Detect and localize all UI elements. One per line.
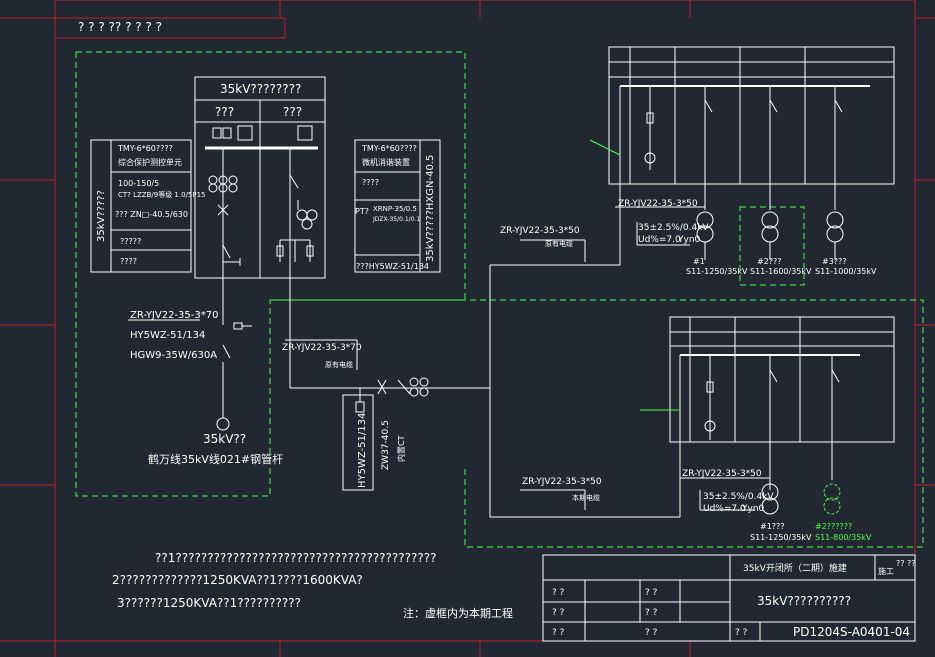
middle-arrester: HY5WZ-51/134 — [357, 413, 368, 488]
middle-link — [285, 265, 491, 517]
lower-tx-model: S11-1250/35kV — [750, 533, 812, 542]
lower-tx-spec: 35±2.5%/0.4kV — [703, 492, 774, 502]
pole-label: 35kV?? — [203, 432, 246, 446]
upper-green-leader — [589, 139, 621, 156]
upper-tx-spec: 35±2.5%/0.4kV — [638, 223, 709, 233]
lower-new-transformer — [823, 483, 841, 515]
right-box-line: JDZX-35/0.1/0.1 — [372, 216, 420, 223]
right-box-line: ???HY5WZ-51/134 — [356, 262, 429, 271]
note-line-1: ??1?????????????????????????????????????… — [155, 551, 437, 565]
title-row-cell: ? ? — [645, 588, 658, 598]
lower-tx-model: S11-800/35kV — [815, 533, 872, 542]
switchgear-col-left: ??? — [215, 105, 234, 119]
incoming-cable: ZR-YJV22-35-3*70 — [130, 310, 218, 321]
switchgear-panel — [194, 76, 326, 320]
stage-value: ?? ?? — [896, 559, 916, 568]
line-label: 鹤万线35kV线021#钢管杆 — [148, 452, 283, 466]
left-box-line: ????? — [120, 237, 141, 246]
upper-station — [490, 46, 895, 266]
middle-ct: ZW37-40.5 — [381, 420, 391, 470]
header-title: ? ? ? ?? ? ? ? ? — [78, 20, 162, 34]
right-box-vertical-label: 35kV?????HXGN-40.5 — [425, 155, 436, 262]
left-box-line: ???? — [120, 257, 137, 266]
left-box-line: 综合保护测控单元 — [118, 157, 182, 167]
scope-boxes — [75, 51, 924, 548]
incoming-feeder — [128, 319, 252, 431]
switchgear-col-right: ??? — [283, 105, 302, 119]
title-row-cell: ? ? — [645, 608, 658, 618]
title-block — [542, 554, 916, 642]
upper-tx-model: S11-1600/35kV — [750, 267, 812, 276]
lower-cable2: ZR-YJV22-35-3*50 — [682, 469, 762, 479]
upper-tx-spec: Yyn0 — [677, 235, 701, 245]
upper-tx-model: S11-1000/35kV — [815, 267, 877, 276]
right-box-line: 微机消谐装置 — [362, 157, 410, 167]
drawing-number: PD1204S-A0401-04 — [793, 625, 910, 639]
left-spec-box — [90, 139, 192, 273]
title-row-cell: ? ? — [645, 628, 658, 638]
right-box-line: TMY-6*60???? — [361, 144, 417, 153]
upper-tx-id: #2??? — [757, 257, 782, 266]
lower-transformers: #1??? S11-1250/35kV #2?????? S11-800/35k… — [750, 522, 872, 542]
right-box-line: PT? — [355, 207, 369, 216]
project-name: 35kV开闭所（二期）施建 — [743, 562, 847, 574]
right-box-line: XRNP-35/0.5 — [373, 205, 417, 213]
lower-tx-id: #2?????? — [815, 522, 852, 531]
drawing-title: 35kV?????????? — [757, 594, 851, 608]
title-row-cell: ? ? — [552, 608, 565, 618]
stage-label: 施工 — [878, 566, 894, 576]
incoming-arrester: HY5WZ-51/134 — [130, 330, 205, 341]
lower-tx-spec: Ud%=7.0 — [703, 504, 746, 514]
lower-tx-id: #1??? — [760, 522, 785, 531]
middle-ct-note: 内置CT — [396, 435, 406, 462]
left-box-line: TMY-6*60???? — [117, 144, 173, 153]
left-box-lines: TMY-6*60???? 综合保护测控单元 100-150/5 CT? LZZB… — [115, 144, 206, 266]
upper-cable2: ZR-YJV22-35-3*50 — [618, 199, 698, 209]
right-box-line: ???? — [362, 178, 379, 187]
left-box-vertical-label: 35kV????? — [96, 190, 107, 242]
left-box-line: ??? ZN□-40.5/630 — [115, 210, 188, 219]
upper-tx-id: #3??? — [822, 257, 847, 266]
right-spec-box — [354, 139, 441, 273]
title-block-rows: ? ? ? ? ? ? ? ? ? ? ? ? — [552, 588, 658, 638]
right-box-lines: TMY-6*60???? 微机消谐装置 ???? PT? XRNP-35/0.5… — [355, 144, 429, 271]
upper-cable: ZR-YJV22-35-3*50 — [500, 226, 580, 236]
title-row-cell: ? ? — [552, 628, 565, 638]
middle-cable: ZR-YJV22-35-3*70 — [282, 343, 362, 353]
lower-tx-spec: Yyn0 — [741, 504, 765, 514]
note-line-2: 2?????????????1250KVA??1????1600KVA? — [112, 573, 363, 587]
left-box-line: CT? LZZB/9等级 1.0/5P15 — [118, 190, 206, 199]
lower-station — [490, 316, 895, 518]
upper-tx-model: S11-1250/35kV — [686, 267, 748, 276]
middle-cable-note: 原有电缆 — [325, 360, 353, 369]
lower-cable: ZR-YJV22-35-3*50 — [522, 477, 602, 487]
note-line-3: 3??????1250KVA??1?????????? — [117, 596, 301, 610]
incoming-isolator: HGW9-35W/630A — [130, 350, 217, 361]
upper-tx-spec: Ud%=7.0 — [638, 235, 681, 245]
lower-cable-note: 本期电缆 — [572, 493, 600, 502]
left-box-line: 100-150/5 — [118, 179, 159, 188]
upper-tx-id: #1 — [693, 257, 705, 266]
upper-cable-note: 原有电缆 — [545, 239, 573, 248]
bottom-label: ? ? — [735, 628, 748, 638]
switchgear-title: 35kV???????? — [220, 82, 301, 96]
upper-transformers: #1 S11-1250/35kV #2??? S11-1600/35kV #3?… — [686, 257, 877, 276]
title-row-cell: ? ? — [552, 588, 565, 598]
note-dashed-scope: 注：虚框内为本期工程 — [403, 606, 513, 620]
